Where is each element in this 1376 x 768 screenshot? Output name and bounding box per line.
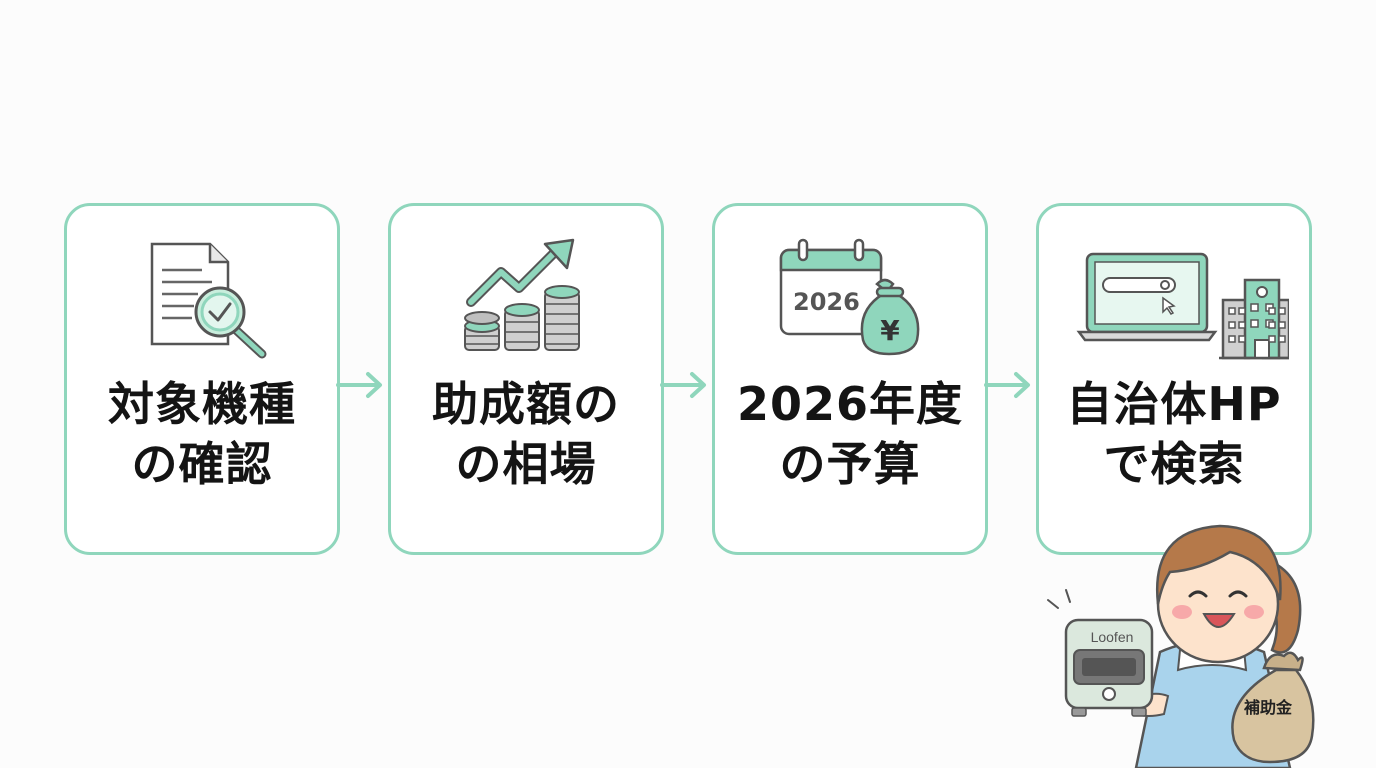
calendar-moneybag-icon: 2026 ¥ — [715, 236, 985, 366]
step-2-label: 助成額の の相場 — [391, 374, 661, 494]
step-4-line2: で検索 — [1103, 437, 1245, 491]
step-2-line2: の相場 — [455, 437, 597, 491]
step-1-label: 対象機種 の確認 — [67, 374, 337, 494]
laptop-cityhall-icon — [1039, 236, 1309, 366]
yen-symbol-text: ¥ — [880, 314, 900, 347]
step-4-label: 自治体HP で検索 — [1039, 374, 1309, 494]
arrow-right-icon — [660, 372, 706, 398]
device-brand-label: Loofen — [1090, 629, 1134, 645]
step-1-line2: の確認 — [131, 437, 273, 491]
step-2-line1: 助成額の — [432, 377, 620, 431]
coins-trend-icon — [391, 236, 661, 366]
step-card-1: 対象機種 の確認 — [64, 203, 340, 555]
step-1-line1: 対象機種 — [108, 377, 296, 431]
step-card-3: 2026 ¥ 2026年度 の予算 — [712, 203, 988, 555]
arrow-right-icon — [336, 372, 382, 398]
document-magnifier-icon — [67, 236, 337, 366]
woman-character-illustration — [1047, 524, 1315, 768]
step-3-label: 2026年度 の予算 — [715, 374, 985, 494]
subsidy-bag-label: 補助金 — [1243, 698, 1292, 717]
step-4-line1: 自治体HP — [1066, 377, 1282, 431]
step-card-4: 自治体HP で検索 — [1036, 203, 1312, 555]
step-card-2: 助成額の の相場 — [388, 203, 664, 555]
step-3-line2: の予算 — [779, 437, 921, 491]
step-3-line1: 2026年度 — [736, 377, 964, 431]
arrow-right-icon — [984, 372, 1030, 398]
calendar-year-text: 2026 — [793, 288, 860, 316]
